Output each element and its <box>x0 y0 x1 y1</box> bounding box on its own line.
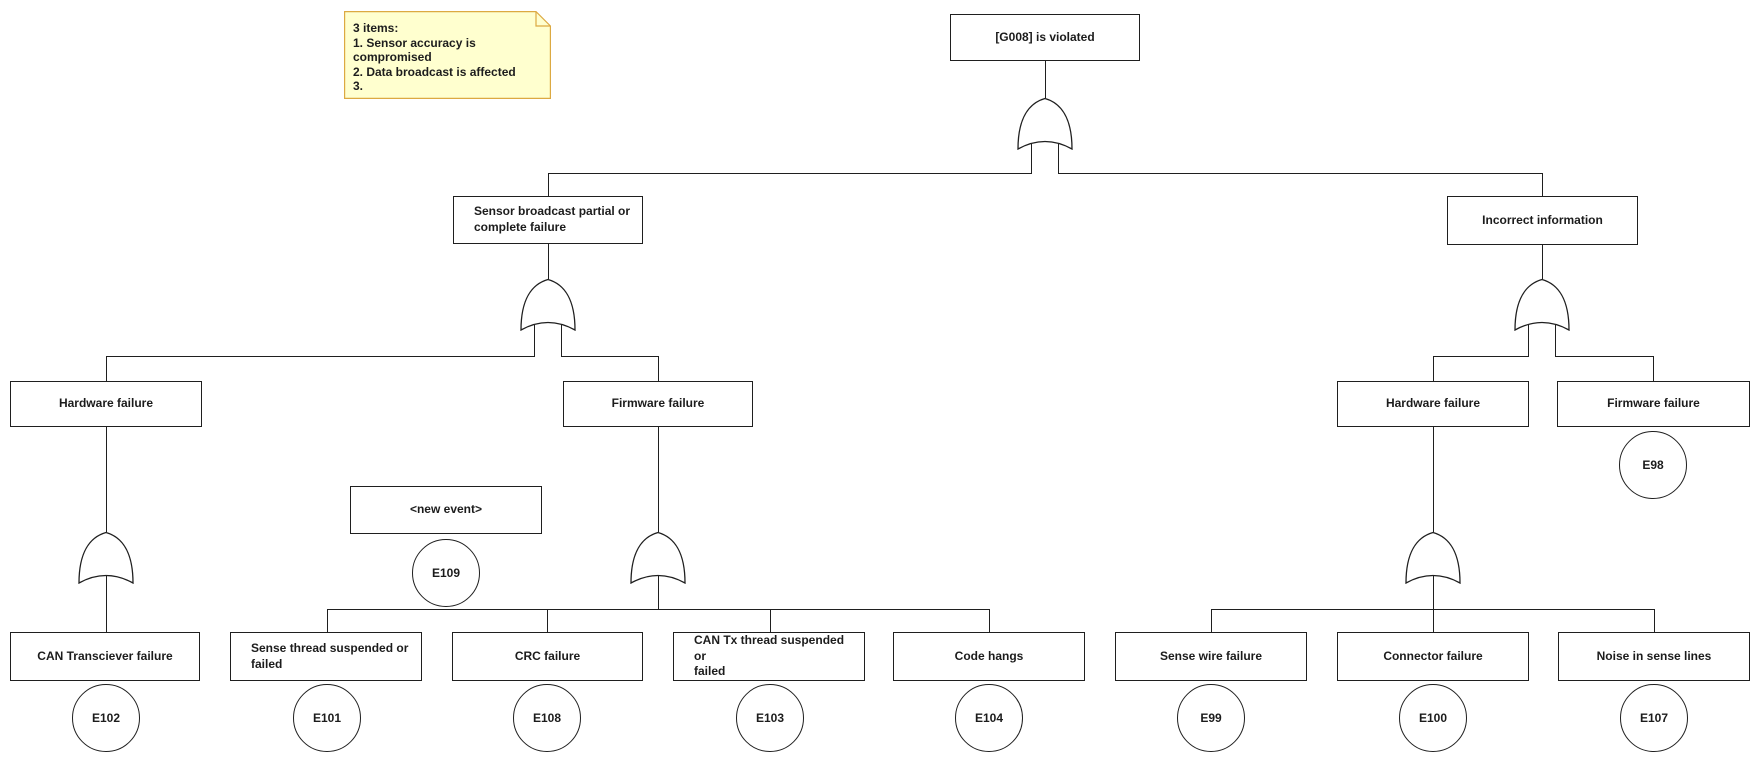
node-code-hangs[interactable]: Code hangs <box>893 632 1085 681</box>
connector-line <box>106 356 535 358</box>
connector-line <box>548 173 1032 175</box>
event-circle-e99[interactable]: E99 <box>1177 684 1245 752</box>
connector-line <box>770 609 772 632</box>
node-label: CAN Tx thread suspended or failed <box>694 633 845 679</box>
connector-line <box>106 427 108 532</box>
connector-line <box>548 244 550 279</box>
node-g008-violated[interactable]: [G008] is violated <box>950 14 1140 61</box>
node-label: Hardware failure <box>1385 396 1481 411</box>
node-incorrect-information[interactable]: Incorrect information <box>1447 196 1638 245</box>
event-circle-e98[interactable]: E98 <box>1619 431 1687 499</box>
event-label: E107 <box>1639 711 1669 725</box>
connector-line <box>1058 173 1542 175</box>
note-text: 3 items: 1. Sensor accuracy is compromis… <box>353 21 516 93</box>
connector-line <box>1058 142 1060 173</box>
event-label: E103 <box>755 711 785 725</box>
node-label: [G008] is violated <box>995 29 1095 44</box>
connector-line <box>658 427 660 532</box>
connector-line <box>106 356 108 381</box>
connector-line <box>106 570 108 632</box>
node-label: Connector failure <box>1383 648 1483 663</box>
event-circle-e108[interactable]: E108 <box>513 684 581 752</box>
connector-line <box>658 356 660 381</box>
node-crc-failure[interactable]: CRC failure <box>452 632 643 681</box>
node-label: CRC failure <box>514 648 581 663</box>
connector-line <box>1433 356 1435 381</box>
connector-line <box>1211 609 1213 632</box>
connector-line <box>1653 356 1655 381</box>
event-circle-e102[interactable]: E102 <box>72 684 140 752</box>
connector-line <box>989 609 991 632</box>
connector-line <box>1433 356 1529 358</box>
node-label: Noise in sense lines <box>1596 648 1712 663</box>
node-sense-wire-failure[interactable]: Sense wire failure <box>1115 632 1307 681</box>
node-sense-thread-suspended[interactable]: Sense thread suspended or failed <box>230 632 422 681</box>
sticky-note-shape <box>344 11 551 99</box>
node-label: Firmware failure <box>611 396 705 411</box>
connector-line <box>1555 323 1557 356</box>
connector-line <box>327 609 989 611</box>
node-label: Firmware failure <box>1607 396 1700 411</box>
node-label: Sense wire failure <box>1159 648 1263 663</box>
connector-line <box>534 323 536 356</box>
event-circle-e100[interactable]: E100 <box>1399 684 1467 752</box>
event-label: E101 <box>312 711 342 725</box>
node-sensor-broadcast-failure[interactable]: Sensor broadcast partial or complete fai… <box>453 196 643 244</box>
connector-line <box>548 173 550 196</box>
connector-line <box>1654 609 1656 632</box>
or-gate-icon[interactable] <box>78 531 134 584</box>
event-label: E98 <box>1642 458 1664 472</box>
node-label: Sense thread suspended or failed <box>251 640 409 671</box>
connector-line <box>1031 142 1033 173</box>
connector-line <box>327 609 329 632</box>
event-circle-e103[interactable]: E103 <box>736 684 804 752</box>
connector-line <box>547 609 549 632</box>
or-gate-icon[interactable] <box>520 278 576 331</box>
connector-line <box>561 323 563 356</box>
event-label: E102 <box>91 711 121 725</box>
node-can-transciever-failure[interactable]: CAN Transciever failure <box>10 632 200 681</box>
node-label: Code hangs <box>954 648 1024 663</box>
connector-line <box>561 356 658 358</box>
event-label: E100 <box>1418 711 1448 725</box>
connector-line <box>1555 356 1653 358</box>
or-gate-icon[interactable] <box>1514 278 1570 331</box>
event-circle-e107[interactable]: E107 <box>1620 684 1688 752</box>
node-label: <new event> <box>409 502 483 517</box>
node-can-tx-thread-suspended[interactable]: CAN Tx thread suspended or failed <box>673 632 865 681</box>
connector-line <box>1542 245 1544 279</box>
node-label: Hardware failure <box>58 396 154 411</box>
event-circle-e104[interactable]: E104 <box>955 684 1023 752</box>
node-firmware-failure-left[interactable]: Firmware failure <box>563 381 753 427</box>
node-hardware-failure-left[interactable]: Hardware failure <box>10 381 202 427</box>
node-hardware-failure-right[interactable]: Hardware failure <box>1337 381 1529 427</box>
connector-line <box>1211 609 1654 611</box>
or-gate-icon[interactable] <box>1017 97 1073 150</box>
connector-line <box>1542 173 1544 196</box>
connector-line <box>1433 427 1435 532</box>
or-gate-icon[interactable] <box>630 531 686 584</box>
event-label: E99 <box>1200 711 1222 725</box>
event-label: E104 <box>974 711 1004 725</box>
node-label: CAN Transciever failure <box>37 648 173 663</box>
event-circle-e109[interactable]: E109 <box>412 539 480 607</box>
connector-line <box>1045 61 1047 98</box>
connector-line <box>1528 323 1530 356</box>
connector-line <box>658 570 660 609</box>
node-firmware-failure-right[interactable]: Firmware failure <box>1557 381 1750 427</box>
node-noise-in-sense-lines[interactable]: Noise in sense lines <box>1558 632 1750 681</box>
sticky-note[interactable]: 3 items: 1. Sensor accuracy is compromis… <box>344 11 551 99</box>
node-label: Sensor broadcast partial or complete fai… <box>474 204 631 234</box>
or-gate-icon[interactable] <box>1405 531 1461 584</box>
event-label: E109 <box>431 566 461 580</box>
connector-line <box>1433 570 1435 609</box>
event-label: E108 <box>532 711 562 725</box>
node-new-event[interactable]: <new event> <box>350 486 542 534</box>
node-label: Incorrect information <box>1482 212 1603 227</box>
connector-line <box>1433 609 1435 632</box>
node-connector-failure[interactable]: Connector failure <box>1337 632 1529 681</box>
event-circle-e101[interactable]: E101 <box>293 684 361 752</box>
